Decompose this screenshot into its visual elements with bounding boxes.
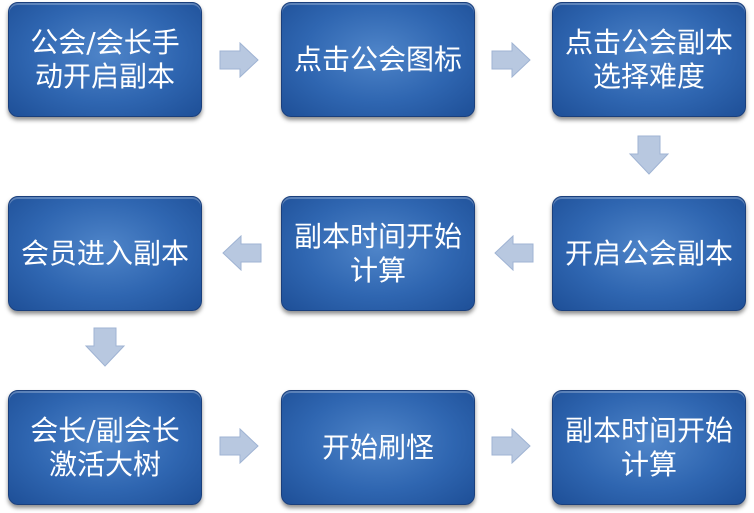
step-7-label: 会长/副会长激活大树 xyxy=(30,413,180,481)
arrow-down-icon xyxy=(628,135,670,175)
step-5-label: 副本时间开始计算 xyxy=(293,219,462,287)
step-9-box: 副本时间开始计算 xyxy=(552,390,746,505)
step-6-label: 会员进入副本 xyxy=(20,236,189,270)
arrow-left-icon xyxy=(222,235,262,271)
arrow-right-icon xyxy=(219,42,259,78)
step-7-box: 会长/副会长激活大树 xyxy=(8,390,202,505)
step-2-label: 点击公会图标 xyxy=(293,42,462,76)
step-5-box: 副本时间开始计算 xyxy=(281,196,475,311)
step-3-box: 点击公会副本选择难度 xyxy=(552,2,746,117)
step-2-box: 点击公会图标 xyxy=(281,2,475,117)
step-4-label: 开启公会副本 xyxy=(564,236,733,270)
step-1-label: 公会/会长手动开启副本 xyxy=(30,25,180,93)
arrow-right-icon xyxy=(491,42,531,78)
step-3-label: 点击公会副本选择难度 xyxy=(564,25,733,93)
arrow-right-icon xyxy=(219,428,259,464)
arrow-right-icon xyxy=(491,428,531,464)
step-4-box: 开启公会副本 xyxy=(552,196,746,311)
step-6-box: 会员进入副本 xyxy=(8,196,202,311)
arrow-left-icon xyxy=(494,235,534,271)
step-8-box: 开始刷怪 xyxy=(281,390,475,505)
arrow-down-icon xyxy=(84,327,126,367)
step-1-box: 公会/会长手动开启副本 xyxy=(8,2,202,117)
step-9-label: 副本时间开始计算 xyxy=(564,413,733,481)
step-8-label: 开始刷怪 xyxy=(321,430,434,464)
